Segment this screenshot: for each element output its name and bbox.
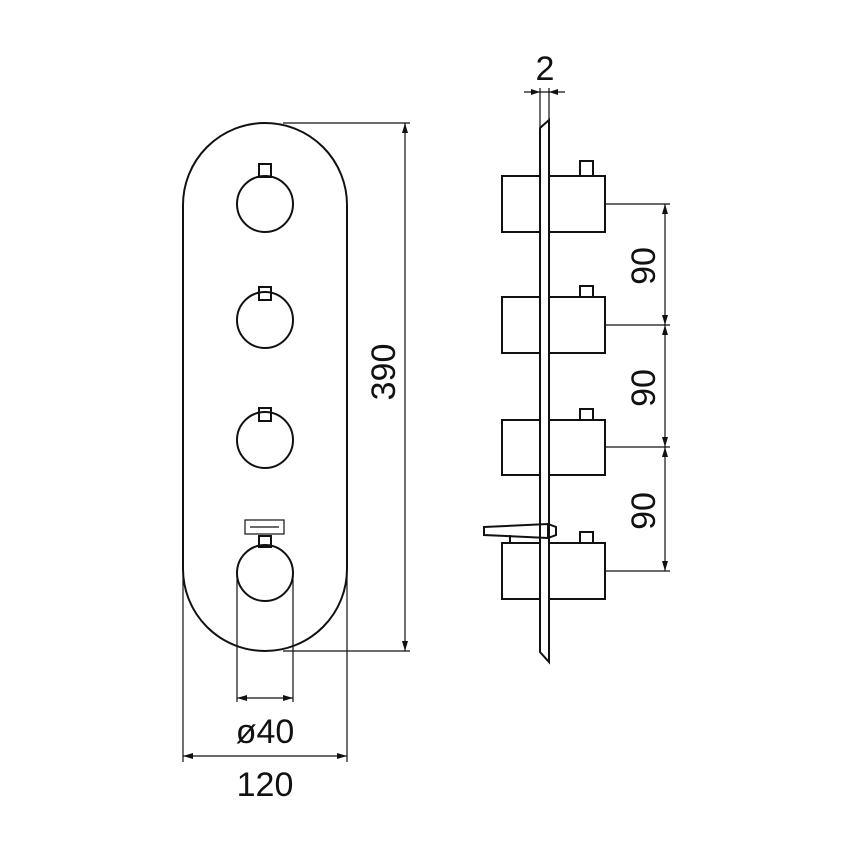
step-dimension: 2 [524,50,565,128]
side-view: 2 [483,50,670,665]
knob-1 [236,163,294,233]
valve-2 [501,285,606,354]
knob-4 [236,519,294,602]
knob-3 [236,407,294,469]
spacing-label-2: 90 [625,369,663,407]
side-plate [539,117,550,665]
diameter-dimension: ø40 [236,575,295,751]
faceplate [182,122,348,652]
knob-2 [236,286,294,349]
spacing-dimensions: 90 90 90 [605,203,670,572]
diameter-label: ø40 [236,713,295,751]
valve-1 [501,160,606,233]
width-label: 120 [237,766,294,804]
spacing-label-1: 90 [625,247,663,285]
spacing-label-3: 90 [625,492,663,530]
front-view: ø40 120 390 [182,122,410,804]
height-label: 390 [365,344,403,401]
width-dimension: 120 [182,575,348,804]
step-label: 2 [536,50,555,88]
temperature-indicator [244,519,285,535]
side-spout [483,522,557,543]
valve-3 [501,408,606,476]
height-dimension: 390 [283,122,410,652]
valve-4 [501,531,606,600]
